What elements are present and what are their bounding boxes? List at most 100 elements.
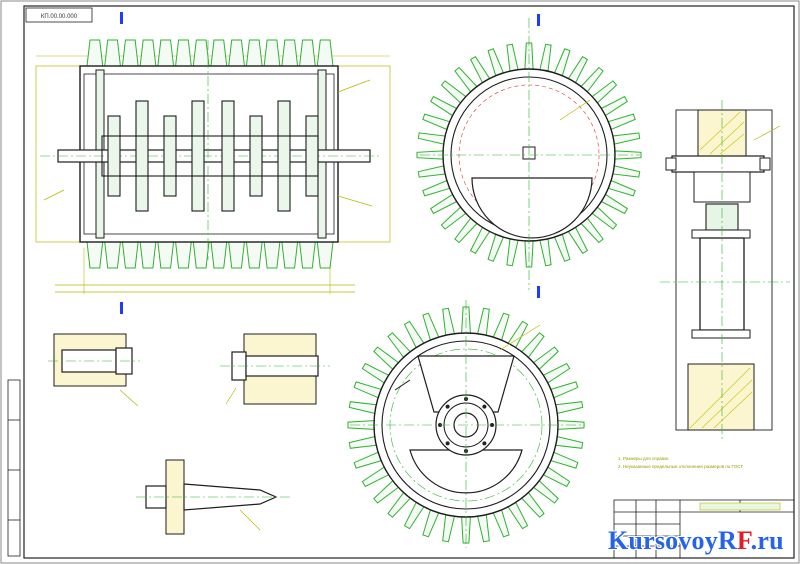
drum-tooth [316,39,334,67]
hub-bolt-hole [482,404,487,409]
gear-tooth [417,132,446,145]
gear-tooth [430,193,458,215]
gear-tooth [553,233,571,262]
drum-tooth [175,241,192,269]
gear-tooth [612,132,641,145]
gear-tooth [469,56,491,84]
drum-tooth [281,39,299,67]
gear-tooth [454,217,478,244]
gear-tooth [591,80,618,104]
gear-tooth [403,501,425,530]
watermark-part-2: F [736,526,751,555]
left-margin-stamps [7,379,21,557]
gear-wheel-section-view [347,300,585,548]
gear-tooth [476,307,490,336]
gear-tooth [487,233,505,262]
corner-stamp: КП.00.00.000 [25,7,93,23]
gear-tooth [361,362,390,384]
watermark-logo: KursovoyRF.ru [608,526,798,560]
bolt-detail-b [220,333,330,405]
side-section-view [660,100,790,440]
drum-tooth [121,39,139,67]
corner-stamp-text: КП.00.00.000 [41,14,78,20]
gear-tooth [422,312,440,341]
drum-disc [277,100,291,212]
pin-detail [136,459,290,535]
drum-tooth [245,39,263,67]
watermark-part-1: KursovoyR [608,526,737,555]
drum-tooth [175,39,192,67]
drum-disc [107,115,121,197]
drum-tooth [299,241,316,269]
note-line-2: 2. Неуказанные предельные отклонения раз… [618,464,743,469]
gear-tooth [417,165,446,178]
drum-tooth [263,241,281,269]
gear-tooth [580,66,604,93]
gear-tooth [580,217,604,244]
drum-tooth [104,241,121,269]
gear-tooth [550,451,579,469]
gear-tooth [567,56,589,84]
drum-tooth [210,241,228,269]
gear-tooth [353,451,382,469]
gear-tooth [403,320,425,349]
gear-tooth [600,95,628,117]
gear-tooth [600,193,628,215]
drum-tooth [86,39,104,67]
gear-tooth [430,95,458,117]
watermark-part-3: .ru [750,526,784,555]
drum-tooth [192,39,210,67]
drum-tooth [192,241,210,269]
gear-tooth [607,113,636,131]
gear-tooth [487,48,505,77]
drum-tooth [316,241,334,269]
gear-tooth [542,466,571,488]
drum-tooth [299,39,316,67]
gear-tooth [542,362,571,384]
drum-tooth [121,241,139,269]
gear-tooth [361,466,390,488]
hub-bolt-hole [482,441,487,446]
drum-bottom-teeth [86,241,334,269]
gear-tooth [469,226,491,254]
drum-tooth [263,39,281,67]
gear-tooth [442,307,456,336]
gear-tooth [422,179,451,197]
drum-internal-discs [101,100,319,212]
drum-section-view [35,12,391,294]
gear-tooth [506,43,519,72]
drum-tooth [86,241,104,269]
hub-bolt-hole [445,404,450,409]
gear-tooth [555,401,584,415]
gear-tooth [348,401,377,415]
hub-bolt-hole [490,423,494,427]
title-block [613,499,795,559]
gear-tooth [507,501,529,530]
gear-wheel-side-view [416,14,642,298]
drum-disc [249,115,263,197]
drum-tooth [210,39,228,67]
drum-tooth [245,241,263,269]
gear-tooth [550,381,579,399]
gear-tooth [442,514,456,543]
gear-tooth [440,80,467,104]
drum-disc [221,100,235,212]
gear-tooth [591,206,618,230]
drum-tooth [228,39,245,67]
gear-tooth [454,66,478,93]
gear-tooth [607,179,636,197]
gear-tooth [492,312,510,341]
hub-bolt-hole [445,441,450,446]
drum-disc [191,100,205,212]
gear-tooth [555,435,584,449]
gear-tooth [476,514,490,543]
gear-tooth [492,509,510,538]
drum-top-teeth [86,39,334,67]
gear-tooth [506,238,519,267]
gear-tooth [612,165,641,178]
gear-tooth [440,206,467,230]
drum-tooth [157,241,175,269]
drum-tooth [104,39,121,67]
bolt-detail-a [48,302,140,407]
